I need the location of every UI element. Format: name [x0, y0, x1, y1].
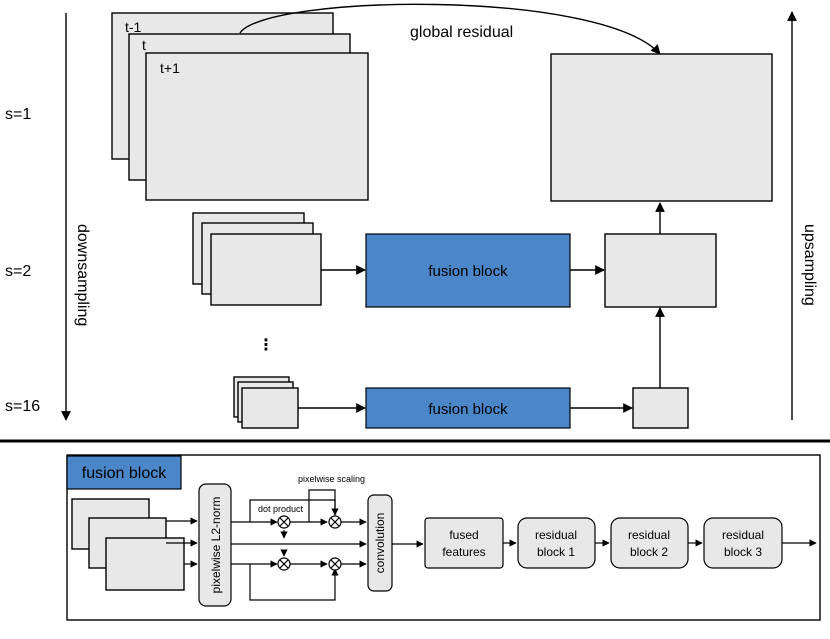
convolution-block	[367, 494, 393, 592]
fusion-block-s2-label: fusion block	[428, 263, 508, 280]
input-frames-s16	[233, 376, 299, 429]
scaling-feed-path	[308, 489, 336, 522]
ellipsis: ⋮	[258, 337, 274, 354]
frame-s2-c	[210, 233, 322, 306]
detail-input-frames	[71, 498, 185, 591]
scale-label-s2: s=2	[5, 263, 31, 280]
fused-features-line1: fused	[449, 528, 478, 542]
fused-features-block	[424, 517, 504, 569]
dot-product-bottom-icon	[277, 557, 291, 571]
fusion-detail-title-box	[66, 455, 182, 490]
scale-label-s16: s=16	[5, 398, 40, 415]
bypass-bottom-path	[249, 564, 339, 601]
residual-block-2-line2: block 2	[630, 545, 668, 559]
frame-label-t: t	[142, 37, 146, 53]
scaling-bottom-icon	[328, 557, 342, 571]
global-residual-arrow	[239, 3, 661, 55]
convolution-label: convolution	[373, 513, 387, 574]
frame-label-t-plus-1: t+1	[160, 60, 180, 76]
residual-block-3	[703, 517, 783, 569]
dot-product-top-icon	[277, 515, 291, 529]
frame-s16-c	[241, 387, 299, 429]
l2-norm-label: pixelwise L2-norm	[209, 497, 223, 594]
detail-frame-c	[105, 537, 185, 591]
residual-block-1-line2: block 1	[537, 545, 575, 559]
downsampling-label: downsampling	[74, 224, 91, 326]
fused-features-line2: features	[442, 545, 485, 559]
residual-block-2-line1: residual	[628, 528, 670, 542]
fusion-block-s16-label: fusion block	[428, 401, 508, 418]
fusion-block-s2	[365, 233, 571, 308]
frame-label-t-minus-1: t-1	[125, 19, 142, 35]
fusion-block-s16	[365, 387, 571, 429]
output-s2	[604, 233, 717, 308]
residual-block-1-line1: residual	[535, 528, 577, 542]
frame-t-plus-1	[145, 52, 369, 201]
scaling-top-icon	[328, 515, 342, 529]
output-s16	[632, 387, 689, 429]
residual-block-1	[517, 517, 596, 569]
upsampling-label: upsampling	[801, 224, 818, 306]
residual-block-2	[610, 517, 689, 569]
input-frames-s1: t-1 t t+1	[111, 12, 369, 201]
input-frames-s2	[192, 212, 322, 306]
pixelwise-scaling-label: pixelwise scaling	[298, 474, 365, 484]
output-s1	[550, 53, 773, 202]
residual-block-3-line2: block 3	[724, 545, 762, 559]
fusion-detail-title: fusion block	[82, 465, 167, 482]
residual-block-3-line1: residual	[722, 528, 764, 542]
l2-norm-block	[198, 483, 232, 607]
scale-label-s1: s=1	[5, 106, 31, 123]
dot-product-label: dot product	[258, 504, 304, 514]
global-residual-label: global residual	[410, 24, 513, 41]
